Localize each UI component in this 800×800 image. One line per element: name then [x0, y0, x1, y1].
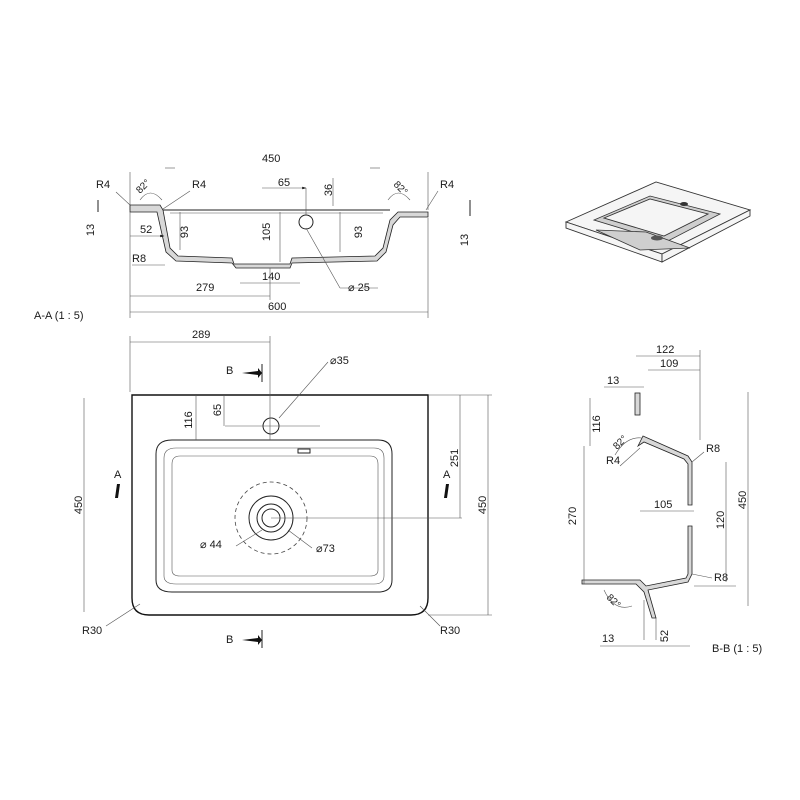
label-r4-bb: R4 [606, 455, 620, 467]
overflow-slot [297, 448, 311, 454]
label-corner-r30-right: R30 [440, 625, 460, 637]
dim-overall-450-bb: 450 [737, 491, 749, 509]
label-angle-82-right: 82° [391, 179, 409, 197]
dim-overall-450-top: 450 [262, 153, 280, 165]
label-tap-hole-25: ⌀ 25 [348, 282, 370, 294]
isometric-view [564, 181, 752, 263]
basin-section-profile [129, 204, 429, 269]
back-wall-section [636, 435, 693, 506]
label-r8-top: R8 [706, 443, 720, 455]
dim-rim-13-right: 13 [459, 234, 471, 246]
bowl-outer-edge [155, 439, 393, 593]
dim-depth-251: 251 [449, 449, 461, 467]
dim-top-122: 122 [656, 344, 674, 356]
plan-view: 289 ⌀35 B B A A 116 [73, 329, 492, 648]
dim-offset-52-bb: 52 [659, 630, 671, 642]
dim-depth-116: 116 [591, 415, 603, 433]
dim-rim-13-top: 13 [607, 375, 619, 387]
dim-depth-93-right: 93 [353, 226, 365, 238]
front-wall-section [581, 525, 693, 619]
dim-height-120: 120 [715, 511, 727, 529]
label-r8-bottom: R8 [714, 572, 728, 584]
dim-rim-13-left: 13 [85, 224, 97, 236]
label-drain-44: ⌀ 44 [200, 539, 222, 551]
label-corner-r30-left: R30 [82, 625, 102, 637]
dim-mid-105: 105 [654, 499, 672, 511]
caption-section-bb: B-B (1 : 5) [712, 643, 762, 655]
dim-tap-65-plan: 65 [212, 404, 224, 416]
label-r8: R8 [132, 253, 146, 265]
dim-overall-450-right: 450 [477, 496, 489, 514]
iso-tap-hole [680, 202, 688, 206]
label-tap-hole-35: ⌀35 [330, 355, 349, 367]
section-marker-a-left: A [114, 469, 122, 481]
dim-drain-140: 140 [262, 271, 280, 283]
dim-base-279: 279 [196, 282, 214, 294]
dim-tap-offset-289: 289 [192, 329, 210, 341]
iso-drain [651, 235, 663, 241]
dim-inner-116: 116 [183, 411, 195, 429]
caption-section-aa: A-A (1 : 5) [34, 310, 84, 322]
dim-offset-52: 52 [140, 224, 152, 236]
back-rim-section [634, 392, 641, 416]
dim-depth-93-left: 93 [179, 226, 191, 238]
label-angle-82-left: 82° [134, 178, 152, 196]
dim-overall-600: 600 [268, 301, 286, 313]
basin-plan-outline [131, 394, 429, 616]
dim-height-270: 270 [567, 507, 579, 525]
label-r4-right: R4 [440, 179, 454, 191]
label-angle-82-top: 82° [611, 434, 629, 452]
dim-top-109: 109 [660, 358, 678, 370]
section-marker-b-bottom: B [226, 634, 233, 646]
tap-hole-section [298, 214, 314, 230]
dim-rim-13-bottom: 13 [602, 633, 614, 645]
dim-tap-36: 36 [323, 184, 335, 196]
dim-overall-450-left: 450 [73, 496, 85, 514]
dim-tap-65: 65 [278, 177, 290, 189]
label-r4-left-inner: R4 [192, 179, 206, 191]
label-drain-73: ⌀73 [316, 543, 335, 555]
label-r4-left-outer: R4 [96, 179, 110, 191]
dim-depth-105: 105 [261, 223, 273, 241]
section-bb-view: 122 109 13 R8 R4 82° 116 105 R8 82° 270 [567, 344, 762, 655]
section-marker-a-right: A [443, 469, 451, 481]
section-aa-view: 450 93 105 93 36 65 13 13 R4 R4 R4 8 [34, 153, 471, 322]
section-marker-b-top: B [226, 365, 233, 377]
